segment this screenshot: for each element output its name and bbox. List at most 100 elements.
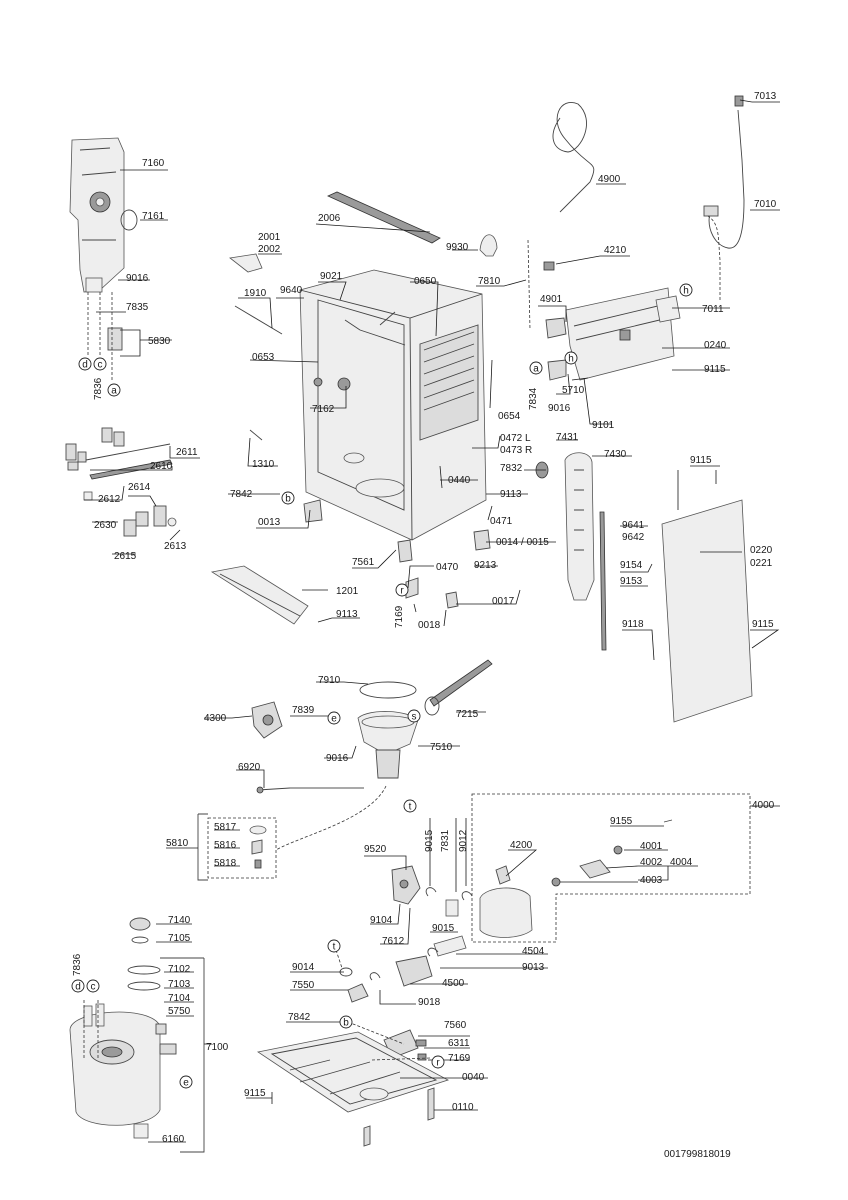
callout-9640: 9640 <box>280 285 303 296</box>
marker-s-sump: s <box>407 709 421 723</box>
callout-1201: 1201 <box>336 586 359 597</box>
callout-9642: 9642 <box>622 532 645 543</box>
marker-label: r <box>400 586 404 597</box>
callout-9115-bottom: 9115 <box>752 619 774 630</box>
marker-a-top: a <box>107 383 121 397</box>
marker-label: b <box>285 494 291 505</box>
callout-9018: 9018 <box>418 997 441 1008</box>
callout-9641: 9641 <box>622 520 645 531</box>
marker-t-sump: t <box>403 799 417 813</box>
callout-7842-base: 7842 <box>288 1012 311 1023</box>
callout-7104: 7104 <box>168 993 191 1004</box>
callout-0110: 0110 <box>452 1102 474 1113</box>
callout-0654: 0654 <box>498 411 521 422</box>
callout-7102: 7102 <box>168 964 191 975</box>
callout-4500: 4500 <box>442 978 465 989</box>
callout-7831: 7831 <box>440 829 451 852</box>
callout-0470: 0470 <box>436 562 459 573</box>
callout-0040: 0040 <box>462 1072 485 1083</box>
callout-5710: 5710 <box>562 385 585 396</box>
group-frames <box>83 215 751 1153</box>
marker-h-panel: h <box>564 351 578 365</box>
callout-7612: 7612 <box>382 936 405 947</box>
marker-r-base: r <box>431 1055 445 1069</box>
callout-2613: 2613 <box>164 541 187 552</box>
callout-7013: 7013 <box>754 91 777 102</box>
marker-label: r <box>436 1058 440 1069</box>
callout-9154: 9154 <box>620 560 643 571</box>
callout-4300: 4300 <box>204 713 227 724</box>
callout-0653: 0653 <box>252 352 275 363</box>
callout-9115-base: 9115 <box>244 1088 266 1099</box>
callout-9115-side: 9115 <box>690 455 712 466</box>
callout-7810: 7810 <box>478 276 501 287</box>
callout-4901: 4901 <box>540 294 563 305</box>
callout-7010: 7010 <box>754 199 777 210</box>
callout-4200: 4200 <box>510 840 533 851</box>
callout-7161: 7161 <box>142 211 165 222</box>
callout-0240: 0240 <box>704 340 727 351</box>
callout-9013: 9013 <box>522 962 545 973</box>
callout-9213: 9213 <box>474 560 497 571</box>
callout-9014: 9014 <box>292 962 315 973</box>
callout-2610: 2610 <box>150 461 173 472</box>
callout-1310: 1310 <box>252 459 275 470</box>
callout-2614: 2614 <box>128 482 151 493</box>
marker-label: t <box>333 942 336 953</box>
callout-2630: 2630 <box>94 520 117 531</box>
marker-label: t <box>409 802 412 813</box>
callout-9520: 9520 <box>364 844 387 855</box>
marker-label: s <box>412 712 417 723</box>
callout-7215: 7215 <box>456 709 479 720</box>
callout-7839: 7839 <box>292 705 315 716</box>
marker-a-panel: a <box>529 361 543 375</box>
callout-7560: 7560 <box>444 1020 467 1031</box>
leader-lines <box>84 99 780 1143</box>
callout-7100: 7100 <box>206 1042 229 1053</box>
callout-9104: 9104 <box>370 915 393 926</box>
callout-9101: 9101 <box>592 420 615 431</box>
callout-7105: 7105 <box>168 933 191 944</box>
callout-4004: 4004 <box>670 857 693 868</box>
callout-9115-panel: 9115 <box>704 364 726 375</box>
marker-e-tank: e <box>179 1075 193 1089</box>
callout-2006: 2006 <box>318 213 341 224</box>
callout-0221: 0221 <box>750 558 773 569</box>
callout-0472: 0472 L <box>500 433 531 444</box>
callout-9021: 9021 <box>320 271 343 282</box>
callout-0440: 0440 <box>448 475 471 486</box>
marker-d-tank: d <box>71 979 85 993</box>
marker-c-top: c <box>93 357 107 371</box>
callout-9113-tub: 9113 <box>500 489 522 500</box>
marker-label: d <box>75 982 81 993</box>
callout-9015-upper: 9015 <box>424 829 435 852</box>
callout-9016-top: 9016 <box>126 273 149 284</box>
callout-9118: 9118 <box>622 619 644 630</box>
callout-5830: 5830 <box>148 336 171 347</box>
marker-r-tub: r <box>395 583 409 597</box>
callout-7431: 7431 <box>556 432 579 443</box>
callout-0220: 0220 <box>750 545 773 556</box>
marker-label: a <box>111 386 117 397</box>
callout-0014-0015: 0014 / 0015 <box>496 537 549 548</box>
callout-7169-tub: 7169 <box>394 605 405 628</box>
marker-label: e <box>331 714 337 725</box>
callout-2615: 2615 <box>114 551 137 562</box>
callout-5750: 5750 <box>168 1006 191 1017</box>
callout-5816: 5816 <box>214 840 237 851</box>
marker-h-top: h <box>679 283 693 297</box>
marker-label: b <box>343 1018 349 1029</box>
callout-9016-sump: 9016 <box>326 753 349 764</box>
callout-2612: 2612 <box>98 494 121 505</box>
callout-7430: 7430 <box>604 449 627 460</box>
callout-9930: 9930 <box>446 242 469 253</box>
callout-4504: 4504 <box>522 946 545 957</box>
marker-b-base: b <box>339 1015 353 1029</box>
marker-label: c <box>98 360 103 371</box>
marker-label: c <box>91 982 96 993</box>
callout-0013: 0013 <box>258 517 281 528</box>
callout-2001: 2001 <box>258 232 281 243</box>
marker-e-sump: e <box>327 711 341 725</box>
